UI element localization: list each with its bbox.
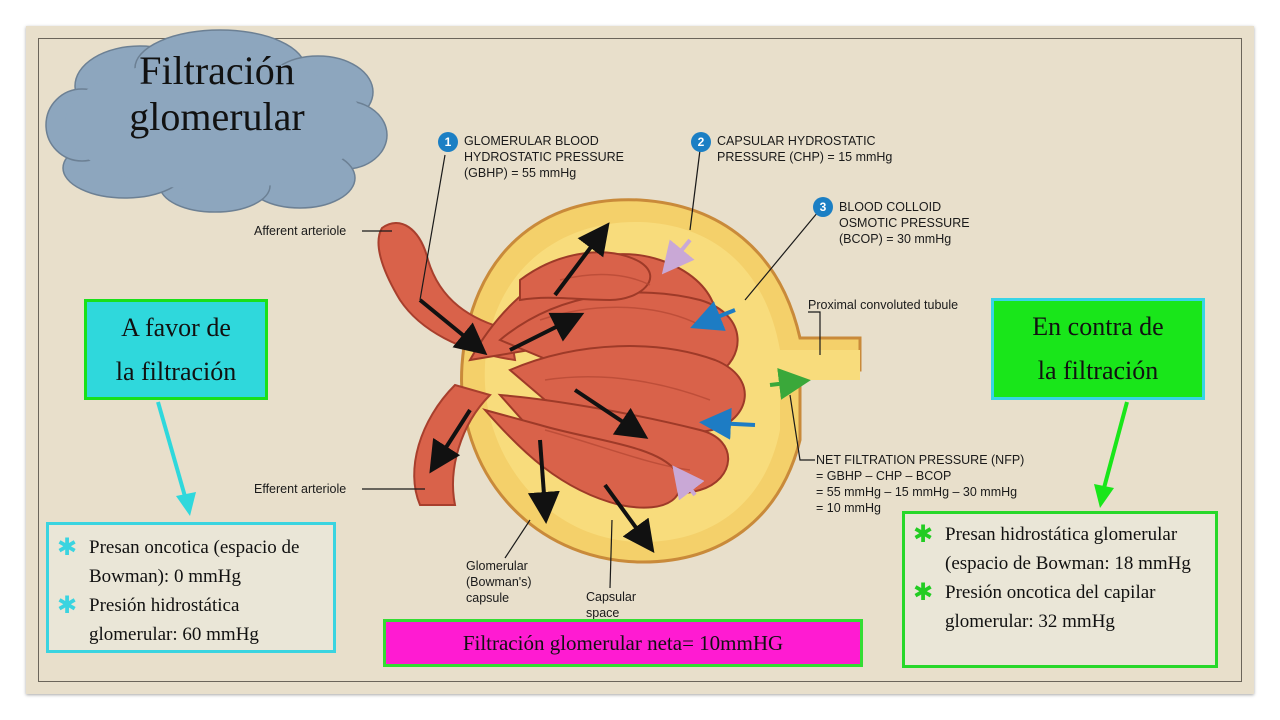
- list-item-text: Presión oncotica del capilar glomerular:…: [945, 582, 1156, 632]
- list-item: ✱ Presión oncotica del capilar glomerula…: [913, 578, 1207, 636]
- space-line-2: space: [586, 606, 620, 620]
- list-item: ✱ Presan hidrostática glomerular (espaci…: [913, 520, 1207, 578]
- page-title: Filtración glomerular: [72, 48, 362, 140]
- gbhp-line-1: GLOMERULAR BLOOD: [464, 134, 599, 148]
- pressure-2-badge: 2: [691, 132, 711, 152]
- in-favor-line-1: A favor de: [121, 313, 231, 342]
- title-line-1: Filtración: [139, 48, 295, 93]
- bcop-line-3: (BCOP) = 30 mmHg: [839, 232, 952, 246]
- net-filtration-box: Filtración glomerular neta= 10mmHG: [383, 619, 863, 667]
- asterisk-icon: ✱: [57, 533, 78, 561]
- bcop-label: BLOOD COLLOID OSMOTIC PRESSURE (BCOP) = …: [839, 199, 970, 247]
- pressure-3-badge: 3: [813, 197, 833, 217]
- pressure-1-badge: 1: [438, 132, 458, 152]
- against-line-2: la filtración: [1037, 356, 1159, 385]
- against-line-1: En contra de: [1032, 312, 1164, 341]
- asterisk-icon: ✱: [57, 591, 78, 619]
- nfp-line-2: = GBHP – CHP – BCOP: [816, 469, 952, 483]
- nfp-line-4: = 10 mmHg: [816, 501, 881, 515]
- list-item-text: Presan hidrostática glomerular (espacio …: [945, 524, 1191, 574]
- nfp-line-1: NET FILTRATION PRESSURE (NFP): [816, 453, 1025, 467]
- capsular-space-label: Capsular space: [586, 589, 636, 621]
- chp-line-2: PRESSURE (CHP) = 15 mmHg: [717, 150, 893, 164]
- against-list: ✱ Presan hidrostática glomerular (espaci…: [902, 511, 1218, 668]
- gbhp-line-2: HYDROSTATIC PRESSURE: [464, 150, 624, 164]
- proximal-tubule-label: Proximal convoluted tubule: [808, 298, 959, 312]
- title-line-2: glomerular: [129, 94, 305, 139]
- space-line-1: Capsular: [586, 590, 637, 604]
- chp-line-1: CAPSULAR HYDROSTATIC: [717, 134, 876, 148]
- nfp-line-3: = 55 mmHg – 15 mmHg – 30 mmHg: [816, 485, 1018, 499]
- bowman-capsule-label: Glomerular (Bowman's) capsule: [466, 558, 532, 606]
- nfp-label: NET FILTRATION PRESSURE (NFP) = GBHP – C…: [816, 452, 1024, 516]
- bcop-line-1: BLOOD COLLOID: [839, 200, 942, 214]
- in-favor-callout: A favor de la filtración: [84, 299, 268, 400]
- capsule-line-3: capsule: [466, 591, 510, 605]
- slide-frame: [38, 38, 1242, 682]
- capsule-line-1: Glomerular: [466, 559, 528, 573]
- afferent-arteriole-label: Afferent arteriole: [254, 224, 347, 238]
- chp-label: CAPSULAR HYDROSTATIC PRESSURE (CHP) = 15…: [717, 133, 892, 165]
- asterisk-icon: ✱: [913, 578, 934, 606]
- asterisk-icon: ✱: [913, 520, 934, 548]
- gbhp-line-3: (GBHP) = 55 mmHg: [464, 166, 577, 180]
- bcop-line-2: OSMOTIC PRESSURE: [839, 216, 970, 230]
- list-item: ✱ Presión hidrostática glomerular: 60 mm…: [57, 591, 325, 649]
- list-item: ✱ Presan oncotica (espacio de Bowman): 0…: [57, 533, 325, 591]
- in-favor-line-2: la filtración: [115, 357, 237, 386]
- gbhp-label: GLOMERULAR BLOOD HYDROSTATIC PRESSURE (G…: [464, 133, 624, 181]
- in-favor-list: ✱ Presan oncotica (espacio de Bowman): 0…: [46, 522, 336, 653]
- efferent-arteriole-label: Efferent arteriole: [254, 482, 347, 496]
- list-item-text: Presión hidrostática glomerular: 60 mmHg: [89, 595, 259, 645]
- list-item-text: Presan oncotica (espacio de Bowman): 0 m…: [89, 537, 300, 587]
- against-callout: En contra de la filtración: [991, 298, 1205, 400]
- capsule-line-2: (Bowman's): [466, 575, 532, 589]
